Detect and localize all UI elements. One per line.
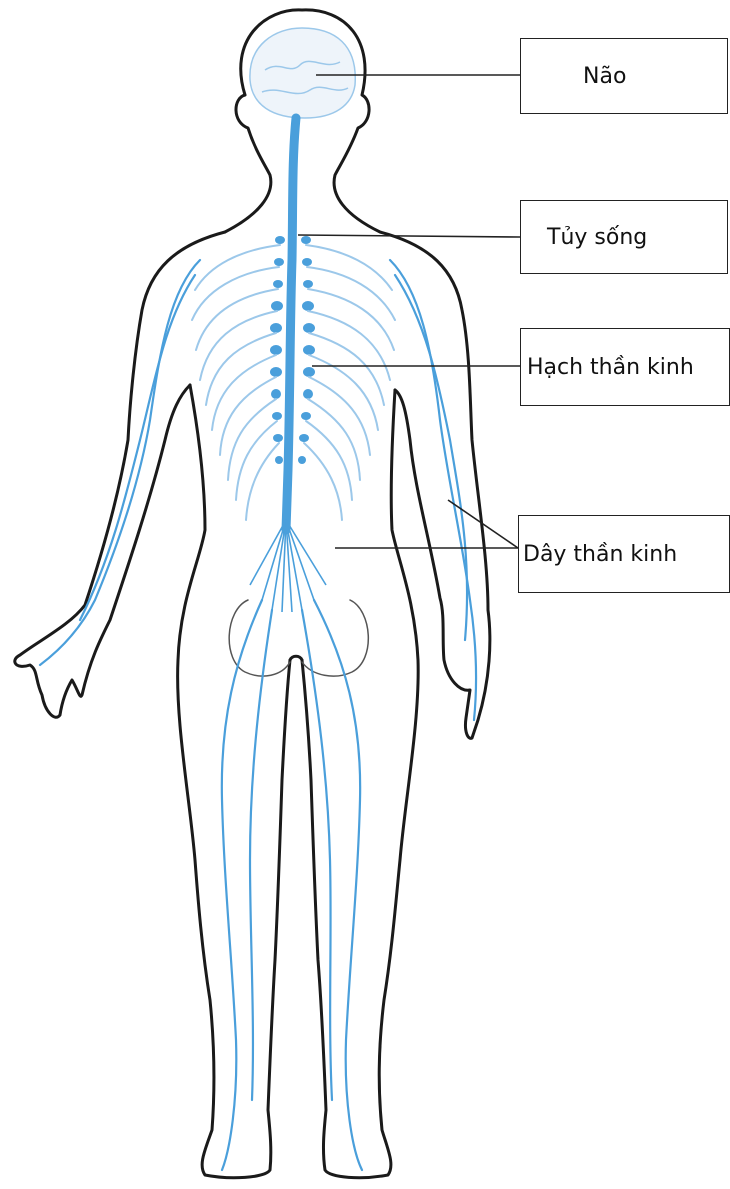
leader-line-spinal-cord xyxy=(298,235,520,237)
label-spinal-cord: Tủy sống xyxy=(520,200,728,274)
left-head-ear xyxy=(225,95,271,232)
label-nerves: Dây thần kinh xyxy=(518,515,730,593)
left-shoulder-arm xyxy=(15,232,225,717)
label-ganglion: Hạch thần kinh xyxy=(520,328,730,406)
crotch xyxy=(290,656,302,660)
spinal-cord xyxy=(286,118,296,530)
limb-nerves xyxy=(40,260,476,1170)
cauda-equina xyxy=(250,520,326,612)
brain xyxy=(250,28,355,118)
torso-left xyxy=(178,385,290,1178)
label-brain: Não xyxy=(520,38,728,114)
